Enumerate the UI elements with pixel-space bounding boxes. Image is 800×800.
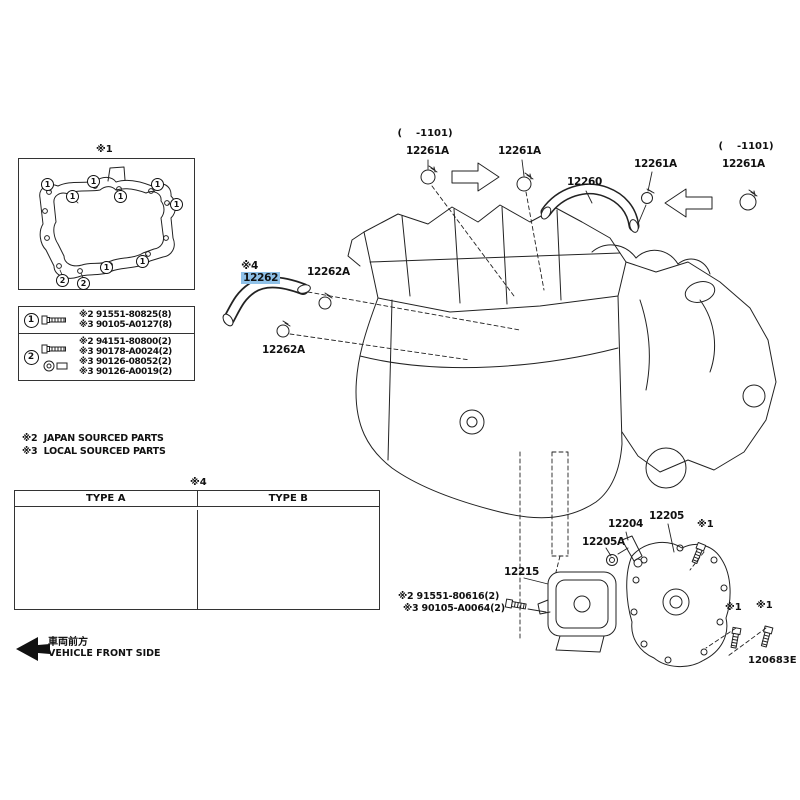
type-b-header: TYPE B [196,491,380,506]
part-number-text: ※2 91551-80825(8) [79,310,172,320]
bolt-ref-note: ※3 90105-A0064(2) [403,603,505,614]
part-12204-label[interactable]: 12204 [608,518,644,530]
gasket-marker: 1 [100,261,113,274]
gasket-marker: 2 [77,277,90,290]
gasket-marker: 1 [170,198,183,211]
fastener-table-row: 2 ※2 94 [19,333,194,380]
star1-ref-label: ※1 [756,600,773,611]
part-12205a-ring [606,554,618,566]
gasket-marker: 1 [151,178,164,191]
bolt-icon [41,315,66,325]
gasket-marker: 2 [56,274,69,287]
part-12205-plate [626,541,731,667]
bolt-icon [691,542,707,564]
date-range-bracket: ( -1101) [718,141,774,152]
japan-sourced-note: ※2 JAPAN SOURCED PARTS [22,433,164,444]
gasket-marker: 1 [41,178,54,191]
part-12261a-label[interactable]: 12261A [722,158,765,170]
gasket-box-label: ※1 [96,144,113,155]
part-12262-label: ※4 12262 [221,248,281,296]
hose-type-box: TYPE A TYPE B [14,490,380,610]
part-12205a-label[interactable]: 12205A [582,536,625,548]
bolt-icon [41,344,66,353]
hose-clamp-icon [739,189,758,211]
fastener-table-row: 1 ※2 91551-80825(8) ※3 90105-A0127(8) [19,307,194,333]
part-12262-number[interactable]: 12262 [241,272,281,284]
date-range-bracket: ( -1101) [397,128,453,139]
engine-line-art [347,204,777,519]
part-12205-label[interactable]: 12205 [649,510,685,522]
gasket-marker: 1 [87,175,100,188]
star1-ref-label: ※1 [697,519,714,530]
arrow-left-icon [664,188,713,218]
part-12262-prefix: ※4 [241,260,259,272]
type-box-divider [197,510,198,609]
part-12261a-label[interactable]: 12261A [406,145,449,157]
gasket-marker: 1 [114,190,127,203]
hose-clamp-icon [641,188,655,204]
diagram-code: 120683E [748,655,797,666]
part-12261a-label[interactable]: 12261A [634,158,677,170]
part-12262a-label[interactable]: 12262A [307,266,350,278]
part-12261a-label[interactable]: 12261A [498,145,541,157]
part-number-text: ※3 90126-A0019(2) [79,367,172,377]
part-number-text: ※3 90126-08052(2) [79,357,172,367]
fastener-table: 1 ※2 91551-80825(8) ※3 90105-A0127(8) 2 [18,306,195,381]
hose-12262 [222,276,311,327]
vehicle-front-en: VEHICLE FRONT SIDE [48,648,161,659]
fastener-num-badge: 1 [23,312,39,328]
part-12204-sensor [617,535,643,568]
star1-ref-label: ※1 [725,602,742,613]
part-12262a-label[interactable]: 12262A [262,344,305,356]
gasket-box [18,158,195,290]
bolt-icon [730,626,742,649]
arrow-right-icon [451,162,500,192]
gasket-marker: 1 [136,255,149,268]
part-12215-label[interactable]: 12215 [504,566,540,578]
type-a-header: TYPE A [86,493,126,504]
bolt-icon [504,598,527,610]
vehicle-front-arrow-icon [16,637,50,661]
leader-lines [427,159,675,613]
hose-clamp-icon [516,172,534,192]
dashed-leader-lines [289,185,767,657]
part-number-text: ※2 94151-80800(2) [79,337,172,347]
part-number-text: ※3 90178-A0024(2) [79,347,172,357]
washer-icon [43,360,68,371]
hose-clamp-icon [420,165,438,185]
part-number-text: ※3 90105-A0127(8) [79,320,172,330]
bolt-ref-note: ※2 91551-80616(2) [398,591,500,602]
gasket-marker: 1 [66,190,79,203]
vehicle-front-label: 車両前方 VEHICLE FRONT SIDE [48,633,161,659]
vehicle-front-jp: 車両前方 [48,637,88,648]
local-sourced-note: ※3 LOCAL SOURCED PARTS [22,446,166,457]
part-12260-label[interactable]: 12260 [567,176,603,188]
hose-clamp-icon [276,320,291,338]
fastener-num-badge: 2 [23,349,39,365]
type-box-label: ※4 [190,477,207,488]
part-12215-cooler [537,571,617,653]
bolt-icon [760,625,774,648]
hose-12260 [540,183,640,233]
